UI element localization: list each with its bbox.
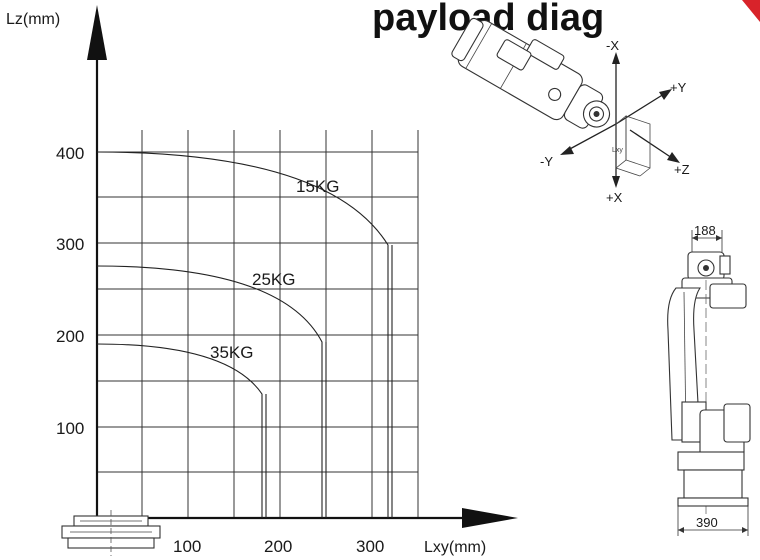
x-tick-200: 200 xyxy=(264,537,292,556)
axis-label-pos-z: +Z xyxy=(674,162,690,177)
curve-label-35kg: 35KG xyxy=(210,343,253,362)
curve-label-25kg: 25KG xyxy=(252,270,295,289)
y-tick-300: 300 xyxy=(56,235,84,254)
y-tick-400: 400 xyxy=(56,144,84,163)
x-tick-100: 100 xyxy=(173,537,201,556)
dimension-top-width: 188 xyxy=(694,223,716,238)
y-tick-100: 100 xyxy=(56,419,84,438)
lxy-box-label: Lxy xyxy=(612,147,623,154)
robot-wrist-drawing xyxy=(451,17,680,188)
x-axis-title: Lxy(mm) xyxy=(424,539,486,556)
y-axis-arrow xyxy=(87,5,107,60)
dimension-base-width: 390 xyxy=(696,515,718,530)
brand-corner-accent xyxy=(742,0,760,22)
chart-grid xyxy=(97,130,419,518)
y-tick-200: 200 xyxy=(56,327,84,346)
x-tick-300: 300 xyxy=(356,537,384,556)
curve-15kg xyxy=(96,151,389,518)
axis-label-neg-y: -Y xyxy=(540,154,553,169)
curve-25kg xyxy=(96,265,323,518)
robot-side-view-drawing xyxy=(667,230,751,536)
flange-icon xyxy=(61,510,161,556)
curve-label-15kg: 15KG xyxy=(296,177,339,196)
chart-axes xyxy=(87,5,518,528)
curve-35kg xyxy=(96,343,263,518)
axis-label-pos-y: +Y xyxy=(670,80,687,95)
y-axis-title: Lz(mm) xyxy=(6,11,60,28)
axis-label-neg-x: -X xyxy=(606,38,619,53)
x-axis-arrow xyxy=(462,508,518,528)
axis-label-pos-x: +X xyxy=(606,190,623,205)
